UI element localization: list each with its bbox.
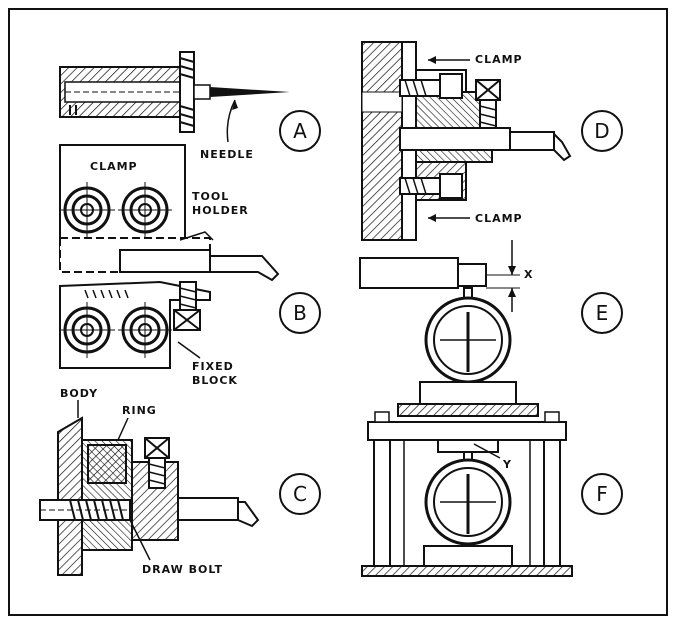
badge-a	[279, 110, 321, 152]
needle-knurl-nut	[179, 51, 195, 133]
e-tool-shank	[359, 257, 459, 289]
panel-d: CLAMP CLAMP D	[361, 41, 623, 241]
fixed-block-bolt-2	[118, 302, 172, 358]
svg-text:F: F	[596, 482, 608, 506]
badge-d	[581, 110, 623, 152]
svg-text:C: C	[293, 482, 307, 506]
panel-b: CLAMP TOOL HOLDER	[59, 144, 321, 387]
c-ring	[87, 444, 127, 484]
ring-label: RING	[122, 404, 157, 417]
x-label: X	[524, 268, 533, 281]
tool-holder-label-1: TOOL	[192, 190, 229, 203]
outer-border	[8, 8, 668, 616]
body-label: BODY	[60, 387, 98, 400]
svg-text:E: E	[596, 301, 609, 325]
y-label: Y	[502, 458, 512, 471]
needle-label: NEEDLE	[200, 148, 254, 161]
clamp-bolt-2	[118, 182, 172, 240]
badge-b	[279, 292, 321, 334]
needle-tip	[210, 87, 290, 97]
svg-text:B: B	[293, 301, 307, 325]
d-backplate	[361, 41, 403, 241]
clamp-label-d-top: CLAMP	[475, 53, 523, 66]
fixed-block-bolt-1	[60, 302, 115, 358]
clamp-bolt-1	[60, 182, 115, 240]
clamp-label-b: CLAMP	[90, 160, 138, 173]
dial-indicator-f	[424, 458, 512, 546]
f-top-plate	[397, 403, 539, 417]
dial-indicator-e	[424, 296, 512, 384]
badge-c	[279, 473, 321, 515]
f-crossbar	[367, 421, 567, 441]
f-post-right	[543, 439, 561, 567]
panel-c: BODY RING DRAW BOLT C	[39, 387, 321, 576]
badge-e	[581, 292, 623, 334]
tool-holder-label-2: HOLDER	[192, 204, 249, 217]
f-base	[361, 565, 573, 577]
c-body	[57, 416, 83, 576]
fixed-block-label-1: FIXED	[192, 360, 234, 373]
draw-bolt-label: DRAW BOLT	[142, 563, 223, 576]
fixed-block-label-2: BLOCK	[192, 374, 238, 387]
panel-a: NEEDLE A	[59, 51, 321, 161]
clamp-label-d-bottom: CLAMP	[475, 212, 523, 225]
f-post-left	[373, 439, 391, 567]
svg-text:A: A	[293, 119, 307, 143]
panel-e: X E	[359, 240, 623, 384]
svg-text:D: D	[594, 119, 609, 143]
panel-f: Y F	[361, 381, 623, 577]
badge-f	[581, 473, 623, 515]
